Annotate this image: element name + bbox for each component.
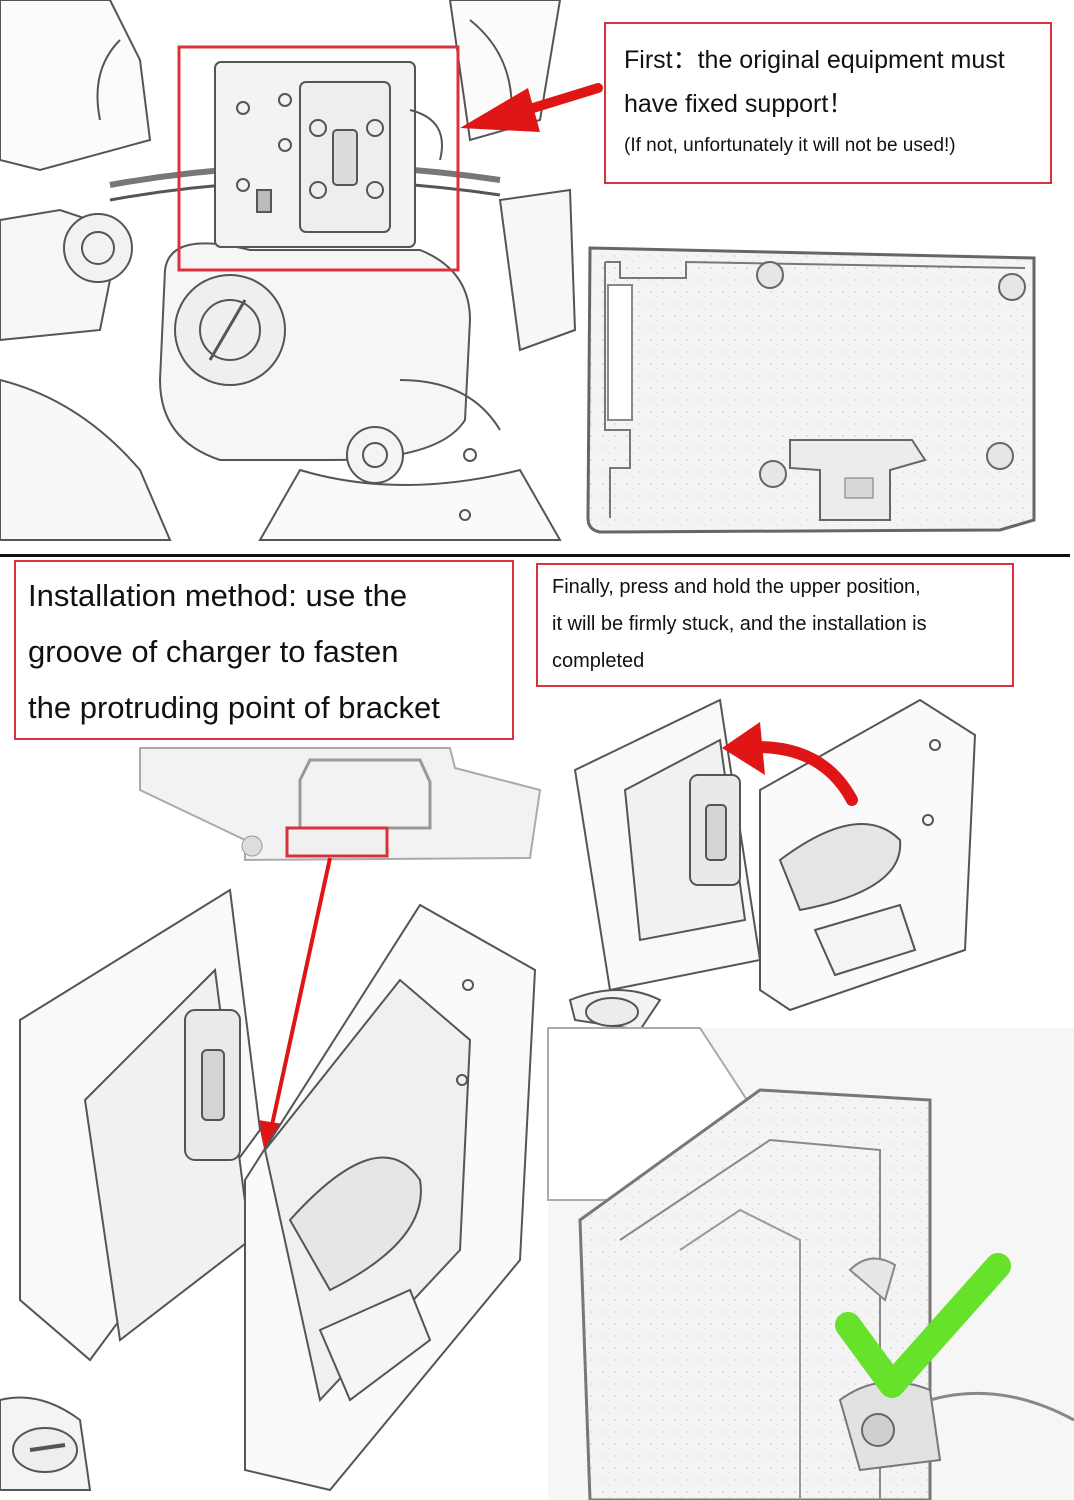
installation-callout-line-3: the protruding point of bracket — [28, 690, 440, 725]
first-callout-line-3: (If not, unfortunately it will not be us… — [624, 135, 956, 156]
bracket-highlight-box — [177, 45, 460, 272]
installed-closeup — [547, 1027, 1074, 1500]
finally-callout: Finally, press and hold the upper positi… — [536, 563, 1014, 687]
checkmark-icon — [835, 1253, 1011, 1398]
arrow-right-icon — [460, 83, 603, 132]
first-callout-line-2: have fixed support！ — [624, 90, 854, 118]
first-callout-line-1: First：the original equipment must — [624, 46, 1005, 74]
finally-callout-line-1: Finally, press and hold the upper positi… — [552, 576, 921, 598]
charger-module — [139, 747, 542, 862]
installation-method-callout: Installation method: use the groove of c… — [14, 560, 514, 740]
dashboard-illustration — [0, 0, 577, 541]
first-requirement-callout: First：the original equipment must have f… — [604, 22, 1052, 184]
installation-callout-line-1: Installation method: use the — [28, 578, 408, 613]
section-divider — [0, 554, 1070, 557]
installation-illustration — [0, 888, 537, 1492]
curved-arrow-icon — [722, 722, 858, 806]
bracket-plate — [586, 246, 1036, 534]
finally-callout-line-3: completed — [552, 650, 645, 672]
press-hold-illustration — [568, 698, 977, 1032]
installation-callout-line-2: groove of charger to fasten — [28, 634, 399, 669]
finally-callout-line-2: it will be firmly stuck, and the install… — [552, 613, 927, 635]
